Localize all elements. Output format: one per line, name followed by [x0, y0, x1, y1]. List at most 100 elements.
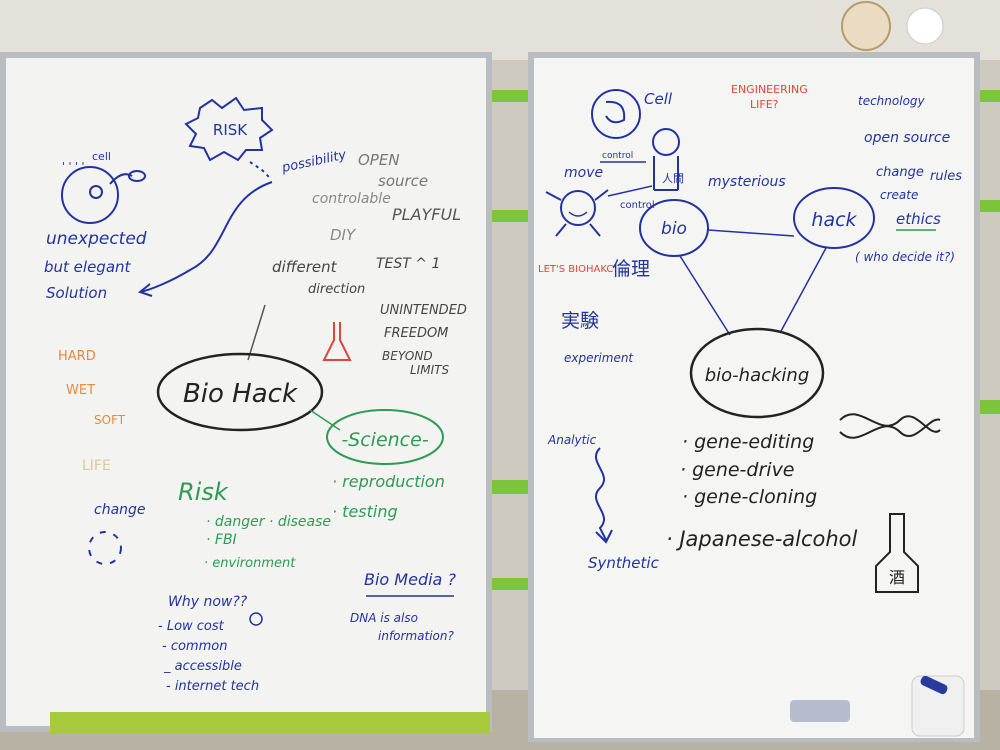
controlable-text: controlable [312, 191, 391, 207]
bio-hacking-ellipse [689, 327, 825, 419]
test-text: TEST ^ 1 [376, 256, 440, 272]
smiley-face [560, 190, 596, 226]
create-text: create [880, 188, 918, 202]
cell-marks: ' ' ' ' [62, 160, 85, 173]
bio-hack-link [707, 229, 795, 237]
source-text: source [378, 172, 428, 190]
control-bottom-text: control [620, 200, 655, 211]
green-shelf-edge [485, 578, 535, 590]
sheep-toy [906, 7, 944, 45]
unexpected-text: unexpected [46, 229, 147, 249]
cell-nucleus [89, 185, 103, 199]
science-ellipse [326, 409, 444, 465]
environment-text: · environment [204, 556, 296, 571]
gene-item-2: · gene-drive [680, 459, 795, 481]
why-item-4: - internet tech [166, 679, 259, 694]
gene-item-1: · gene-editing [682, 431, 814, 453]
engineering-line1: ENGINEERING [731, 83, 808, 96]
sake-bottle-icon [875, 513, 919, 593]
wall-clock [841, 1, 891, 51]
engineering-line2: LIFE? [750, 98, 779, 111]
bio-hacking-text: bio-hacking [705, 365, 810, 386]
analytic-text: Analytic [547, 433, 597, 447]
green-shelf-edge [485, 210, 535, 222]
smiley-limbs [545, 189, 609, 237]
dna-strand-2 [839, 418, 941, 439]
biomedia-text: Bio Media ? [364, 570, 456, 589]
cycle-icon [88, 531, 122, 565]
bio-to-hacking-line [679, 255, 731, 336]
unintended-text: UNINTENDED [380, 303, 467, 318]
open-source-text: open source [864, 130, 950, 146]
person-body [653, 156, 679, 191]
cell-inner [605, 100, 626, 124]
right-board-surface [534, 58, 974, 738]
risk-heading: Risk [178, 478, 229, 506]
connector-line [247, 304, 266, 361]
ceiling-shelf [0, 0, 1000, 60]
left-board-tray [50, 712, 490, 734]
arrow-to-solution [139, 181, 273, 293]
hack-circle [793, 187, 875, 249]
why-item-1: - Low cost [158, 619, 225, 634]
hard-text: HARD [58, 349, 96, 364]
who-decide-text: ( who decide it?) [855, 250, 955, 264]
eraser [790, 700, 850, 722]
green-shelf-edge [485, 480, 535, 494]
squiggle-arrow-head [595, 529, 613, 544]
arrow-head [137, 283, 153, 297]
gene-item-3: · gene-cloning [682, 486, 817, 508]
control-arrow-bottom [607, 185, 653, 197]
direction-text: direction [308, 282, 365, 297]
science-text: -Science- [341, 429, 429, 451]
control-top-text: control [602, 151, 633, 161]
left-board-surface [6, 58, 486, 726]
why-item-2: - common [162, 639, 227, 654]
solution-text: Solution [46, 284, 107, 302]
fbi-text: · FBI [206, 532, 237, 548]
green-shelf-edge [485, 90, 535, 102]
marker [920, 675, 948, 695]
reproduction-text: · reproduction [332, 472, 445, 491]
wet-text: WET [66, 383, 95, 398]
freedom-text: FREEDOM [384, 326, 448, 341]
bio-hack-ellipse [156, 352, 324, 432]
bio-text: bio [661, 219, 687, 239]
open-text: OPEN [358, 151, 400, 169]
but-elegant-text: but elegant [44, 258, 132, 276]
testing-text: · testing [332, 502, 398, 521]
yen-circle-icon [249, 612, 263, 626]
kanji-person: 人間 [662, 172, 684, 185]
technology-text: technology [858, 94, 926, 108]
rules-text: rules [930, 169, 962, 184]
risk-starburst [184, 96, 274, 162]
lets-biohack-text: LET'S BIOHAKC [538, 264, 613, 275]
beyond-text: BEYOND [382, 349, 433, 363]
limits-text: LIMITS [410, 363, 449, 377]
cell-tail [109, 173, 133, 185]
squiggle-arrow [594, 447, 607, 541]
move-text: move [564, 165, 603, 181]
sake-text: 酒 [889, 568, 905, 587]
rinri-text: 倫理 [612, 258, 650, 280]
why-item-3: _ accessible [163, 659, 242, 674]
science-connector [309, 409, 341, 431]
experiment-text: experiment [564, 351, 634, 365]
cell-label-right: Cell [644, 90, 673, 108]
soft-text: SOFT [94, 413, 126, 427]
why-now-text: Why now?? [168, 594, 248, 610]
ethics-text: ethics [896, 210, 941, 228]
change-text: change [94, 502, 146, 518]
hack-to-hacking-line [779, 247, 827, 334]
jikken-text: 実験 [561, 310, 599, 332]
diy-text: DIY [330, 226, 357, 244]
cell-label: cell [92, 150, 111, 163]
dna-strand-1 [839, 413, 941, 433]
person-head [652, 128, 680, 156]
dna-line1: DNA is also [350, 611, 418, 625]
playful-text: PLAYFUL [392, 205, 461, 224]
synthetic-text: Synthetic [588, 554, 660, 572]
gene-item-4: · Japanese-alcohol [666, 527, 858, 551]
cell-head [128, 170, 146, 182]
